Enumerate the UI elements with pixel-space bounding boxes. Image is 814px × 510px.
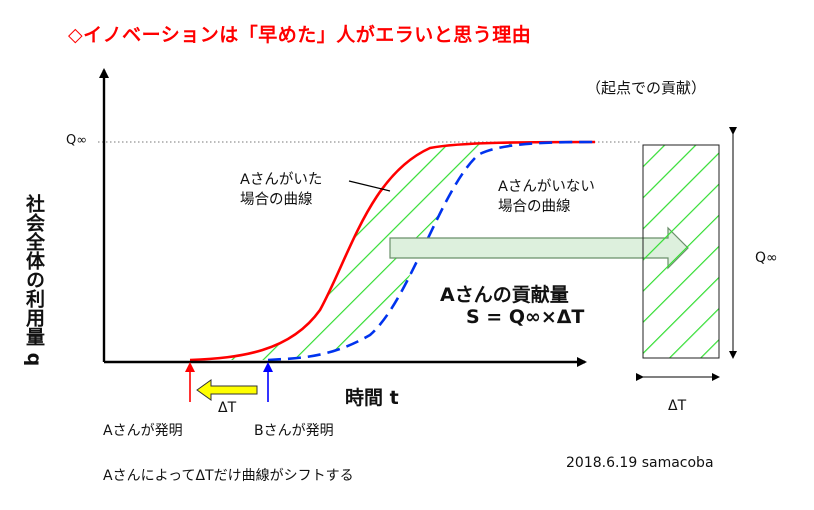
a-invented-label: Aさんが発明: [103, 423, 183, 439]
page-title: ◇イノベーションは「早めた」人がエラいと思う理由: [68, 24, 532, 46]
curve-with-a: [189, 140, 596, 362]
curve-b-label-line2: 場合の曲線: [498, 199, 571, 215]
curve-b-label-line1: Aさんがいない: [498, 179, 595, 195]
contribution-rect: [642, 144, 720, 359]
contribution-title: Aさんの貢献量: [440, 284, 569, 306]
delta-t-axis-label: ΔT: [218, 400, 237, 416]
contribution-formula: S = Q∞×ΔT: [466, 306, 585, 328]
y-axis-label: 社会全体の利用量 q: [23, 194, 45, 367]
curve-a-label-line2: 場合の曲線: [240, 192, 313, 208]
delta-t-rect-label: ΔT: [668, 398, 687, 414]
curve-a-label-line1: Aさんがいた: [240, 172, 323, 188]
b-invented-label: Bさんが発明: [254, 423, 334, 439]
footer-note: AさんによってΔTだけ曲線がシフトする: [103, 468, 354, 484]
date-credit: 2018.6.19 samacoba: [566, 455, 714, 471]
x-axis-label: 時間 t: [345, 387, 399, 409]
q-inf-right-label: Q∞: [755, 250, 778, 266]
subtitle: （起点での貢献）: [586, 79, 707, 97]
q-inf-left-label: Q∞: [66, 133, 88, 148]
delta-t-yellow-arrow: [196, 379, 258, 401]
curve-a-leader-line: [348, 180, 391, 192]
